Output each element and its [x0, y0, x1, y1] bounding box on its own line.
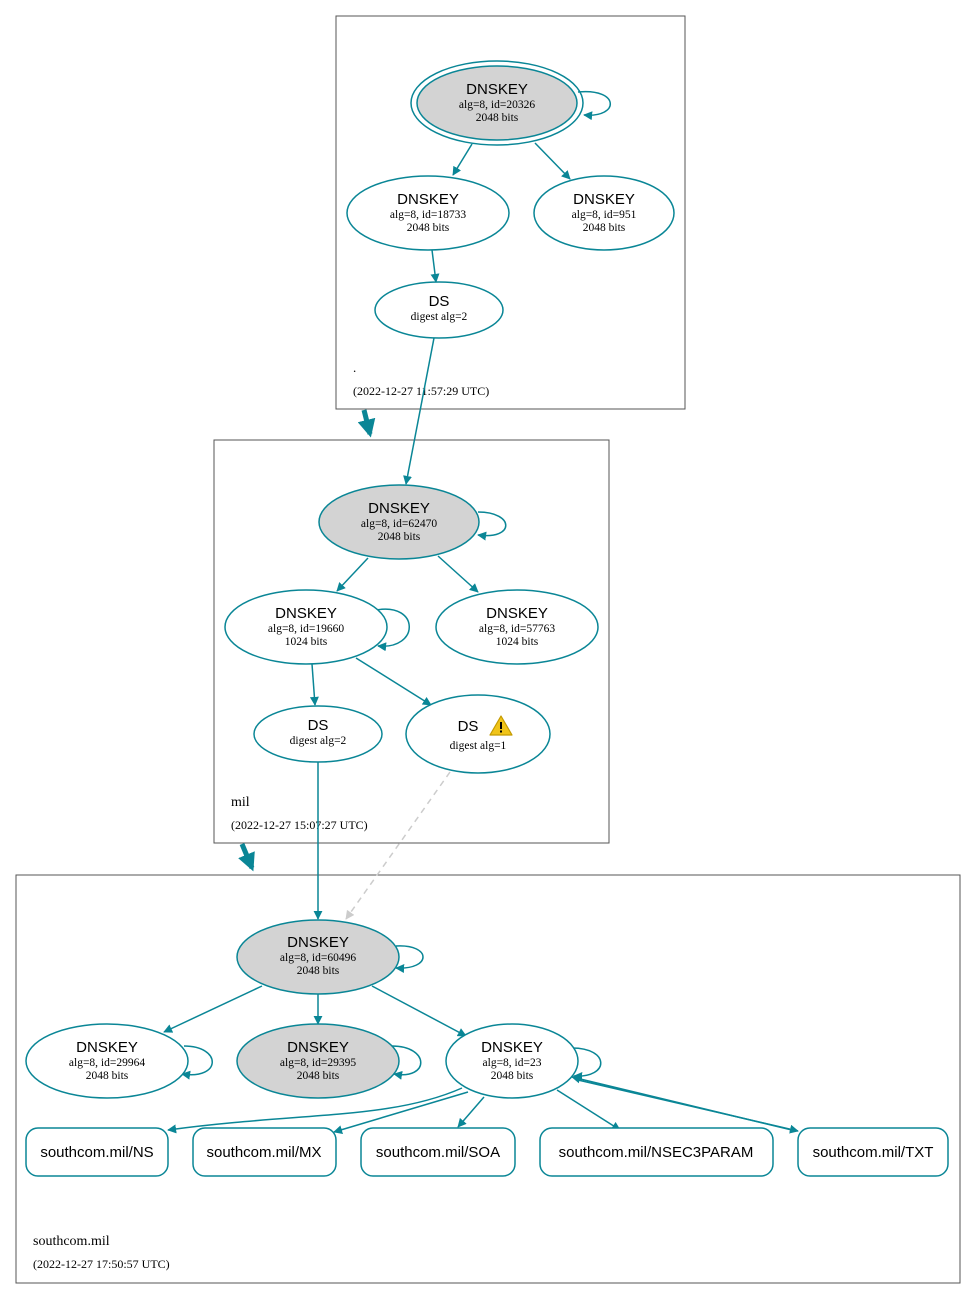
- node-detail: alg=8, id=23: [483, 1057, 542, 1069]
- zone-name-root: .: [353, 360, 356, 375]
- edge-s-ksk-k1: [163, 985, 263, 1033]
- node-title: DNSKEY: [275, 605, 337, 622]
- node-r-zsk2[interactable]: DNSKEY alg=8, id=951 2048 bits: [533, 175, 675, 251]
- edge-r-ksk-zsk1: [452, 143, 473, 176]
- node-detail: digest alg=2: [290, 735, 347, 747]
- edge-r-ksk-self: [577, 90, 611, 121]
- node-bits: 2048 bits: [491, 1070, 534, 1082]
- node-bits: 2048 bits: [297, 965, 340, 977]
- node-title: DNSKEY: [397, 191, 459, 208]
- node-title: DNSKEY: [287, 1039, 349, 1056]
- zone-timestamp-mil: (2022-12-27 15:07:27 UTC): [231, 818, 368, 832]
- warning-icon: [489, 715, 513, 736]
- node-m-ds1[interactable]: DS digest alg=2: [253, 705, 383, 763]
- edge-s-k3-self: [571, 1047, 602, 1081]
- node-bits: 2048 bits: [476, 112, 519, 124]
- node-title: DS: [458, 718, 479, 735]
- node-s-k3[interactable]: DNSKEY alg=8, id=23 2048 bits: [445, 1023, 579, 1099]
- rrset-txt[interactable]: southcom.mil/TXT: [797, 1127, 949, 1177]
- zone-box-root: [335, 15, 686, 410]
- node-bits: 2048 bits: [407, 222, 450, 234]
- edge-m-ds2-s-ksk: [345, 771, 451, 920]
- rrset-ns[interactable]: southcom.mil/NS: [25, 1127, 169, 1177]
- node-title: DNSKEY: [486, 605, 548, 622]
- node-m-ds2[interactable]: DS digest alg=1: [405, 694, 551, 774]
- node-bits: 2048 bits: [378, 531, 421, 543]
- node-m-zsk2[interactable]: DNSKEY alg=8, id=57763 1024 bits: [435, 589, 599, 665]
- edge-m-ksk-self: [477, 511, 507, 541]
- node-title: DS: [429, 293, 450, 310]
- rrset-label: southcom.mil/TXT: [813, 1144, 934, 1161]
- edge-m-ksk-zsk2: [437, 555, 479, 593]
- node-detail: alg=8, id=57763: [479, 623, 555, 635]
- node-bits: 2048 bits: [297, 1070, 340, 1082]
- node-title: DNSKEY: [481, 1039, 543, 1056]
- edge-s-k3-nsec3param: [556, 1089, 621, 1131]
- node-r-zsk1[interactable]: DNSKEY alg=8, id=18733 2048 bits: [346, 175, 510, 251]
- node-s-ksk[interactable]: DNSKEY alg=8, id=60496 2048 bits: [236, 919, 400, 995]
- edge-m-zsk1-ds1: [309, 663, 319, 706]
- zone-name-mil: mil: [231, 795, 250, 810]
- edge-s-k1-self: [181, 1045, 213, 1080]
- edge-s-k3-soa: [457, 1096, 485, 1128]
- rrset-label: southcom.mil/NSEC3PARAM: [559, 1144, 754, 1161]
- rrset-label: southcom.mil/NS: [40, 1144, 153, 1161]
- edge-s-k3-txt: [577, 1079, 799, 1134]
- node-detail: alg=8, id=18733: [390, 209, 466, 221]
- node-detail: alg=8, id=62470: [361, 518, 437, 530]
- node-bits: 1024 bits: [285, 636, 328, 648]
- zone-name-southcom: southcom.mil: [33, 1234, 110, 1249]
- node-r-ds[interactable]: DS digest alg=2: [374, 281, 504, 339]
- node-detail: alg=8, id=19660: [268, 623, 344, 635]
- node-detail: digest alg=1: [450, 740, 507, 752]
- node-s-k2[interactable]: DNSKEY alg=8, id=29395 2048 bits: [236, 1023, 400, 1099]
- node-detail: alg=8, id=60496: [280, 952, 356, 964]
- node-bits: 2048 bits: [583, 222, 626, 234]
- zone-box-mil: [213, 439, 610, 844]
- zone-timestamp-root: (2022-12-27 11:57:29 UTC): [353, 384, 489, 398]
- edge-r-zsk1-ds: [430, 249, 440, 283]
- node-bits: 2048 bits: [86, 1070, 129, 1082]
- edge-r-ksk-zsk2: [534, 142, 571, 180]
- node-detail: alg=8, id=951: [572, 209, 637, 221]
- node-s-k1[interactable]: DNSKEY alg=8, id=29964 2048 bits: [25, 1023, 189, 1099]
- edge-m-ksk-zsk1: [336, 557, 369, 592]
- rrset-label: southcom.mil/MX: [206, 1144, 321, 1161]
- node-detail: alg=8, id=29395: [280, 1057, 356, 1069]
- edge-s-k2-self: [391, 1045, 422, 1080]
- node-m-ksk[interactable]: DNSKEY alg=8, id=62470 2048 bits: [318, 484, 480, 560]
- node-r-ksk[interactable]: DNSKEY alg=8, id=20326 2048 bits: [410, 60, 584, 146]
- zone-box-southcom: [15, 874, 961, 1284]
- node-detail: digest alg=2: [411, 311, 468, 323]
- rrset-soa[interactable]: southcom.mil/SOA: [360, 1127, 516, 1177]
- node-title: DNSKEY: [466, 81, 528, 98]
- node-detail: alg=8, id=20326: [459, 99, 535, 111]
- edge-r-ds-m-ksk: [403, 337, 435, 485]
- node-title: DNSKEY: [76, 1039, 138, 1056]
- rrset-label: southcom.mil/SOA: [376, 1144, 500, 1161]
- node-detail: alg=8, id=29964: [69, 1057, 145, 1069]
- node-title: DNSKEY: [287, 934, 349, 951]
- rrset-mx[interactable]: southcom.mil/MX: [192, 1127, 337, 1177]
- edge-m-zsk1-self: [375, 608, 410, 652]
- node-m-zsk1[interactable]: DNSKEY alg=8, id=19660 1024 bits: [224, 589, 388, 665]
- node-title: DS: [308, 717, 329, 734]
- delegation-arrow-mil-southcom: [238, 843, 255, 872]
- edge-s-ksk-self: [395, 945, 424, 973]
- node-title: DNSKEY: [368, 500, 430, 517]
- edge-s-ksk-k3: [371, 985, 467, 1037]
- edge-s-k3-ns: [167, 1087, 463, 1134]
- node-bits: 1024 bits: [496, 636, 539, 648]
- zone-timestamp-southcom: (2022-12-27 17:50:57 UTC): [33, 1257, 170, 1271]
- delegation-arrow-root-mil: [357, 409, 376, 438]
- rrset-nsec3param[interactable]: southcom.mil/NSEC3PARAM: [539, 1127, 774, 1177]
- edge-m-zsk1-ds2: [355, 657, 432, 706]
- edge-s-k3-mx: [333, 1091, 469, 1134]
- node-title: DNSKEY: [573, 191, 635, 208]
